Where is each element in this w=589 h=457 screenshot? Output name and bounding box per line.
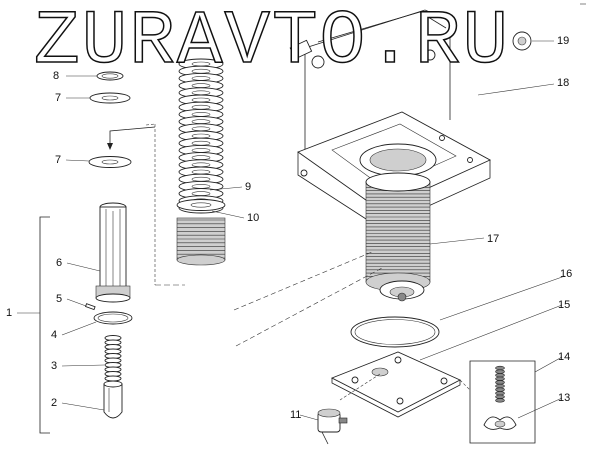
bracket-1 xyxy=(39,216,50,434)
callout-17: 17 xyxy=(487,233,500,245)
part-2-plunger xyxy=(103,380,123,419)
callout-11: 11 xyxy=(290,409,302,421)
callout-8: 8 xyxy=(53,70,60,82)
part-17-bellows xyxy=(365,172,431,292)
callout-5: 5 xyxy=(56,293,63,305)
leader-lines xyxy=(17,40,566,421)
part-5-pin xyxy=(84,303,96,311)
bellows-exploded xyxy=(176,58,226,214)
part-8-ring xyxy=(96,71,124,81)
callout-18: 18 xyxy=(557,77,570,89)
callout-13: 13 xyxy=(558,392,571,404)
part-7-washer-top xyxy=(89,92,131,104)
part-13-wing-nut xyxy=(483,416,517,430)
callout-6: 6 xyxy=(56,257,63,269)
callout-7a: 7 xyxy=(55,92,62,104)
callout-3: 3 xyxy=(51,360,58,372)
callout-1: 1 xyxy=(6,307,13,319)
callout-15: 15 xyxy=(558,299,571,311)
callout-10: 10 xyxy=(247,212,260,224)
part-19-bolt xyxy=(289,31,532,69)
callout-16: 16 xyxy=(560,268,573,280)
watermark-text: ZURAVTO.RU xyxy=(33,0,511,85)
part-3-spring xyxy=(104,335,122,382)
part-17-base xyxy=(379,280,425,302)
part-16-oring xyxy=(350,316,440,348)
bracket-arrow xyxy=(109,126,156,146)
callout-2: 2 xyxy=(51,397,58,409)
callout-19: 19 xyxy=(557,35,570,47)
detail-box xyxy=(469,360,536,444)
part-11-fitting xyxy=(317,373,381,445)
callout-4: 4 xyxy=(51,329,58,341)
part-14-stud xyxy=(495,365,505,403)
part-15-base-plate xyxy=(330,351,462,418)
part-7-washer-lower xyxy=(88,156,132,168)
part-18-bracket xyxy=(297,9,492,229)
bellows-compressed xyxy=(176,217,226,266)
part-6-cage xyxy=(95,202,131,303)
callout-9: 9 xyxy=(245,181,252,193)
callout-14: 14 xyxy=(558,351,571,363)
callout-7b: 7 xyxy=(55,154,62,166)
